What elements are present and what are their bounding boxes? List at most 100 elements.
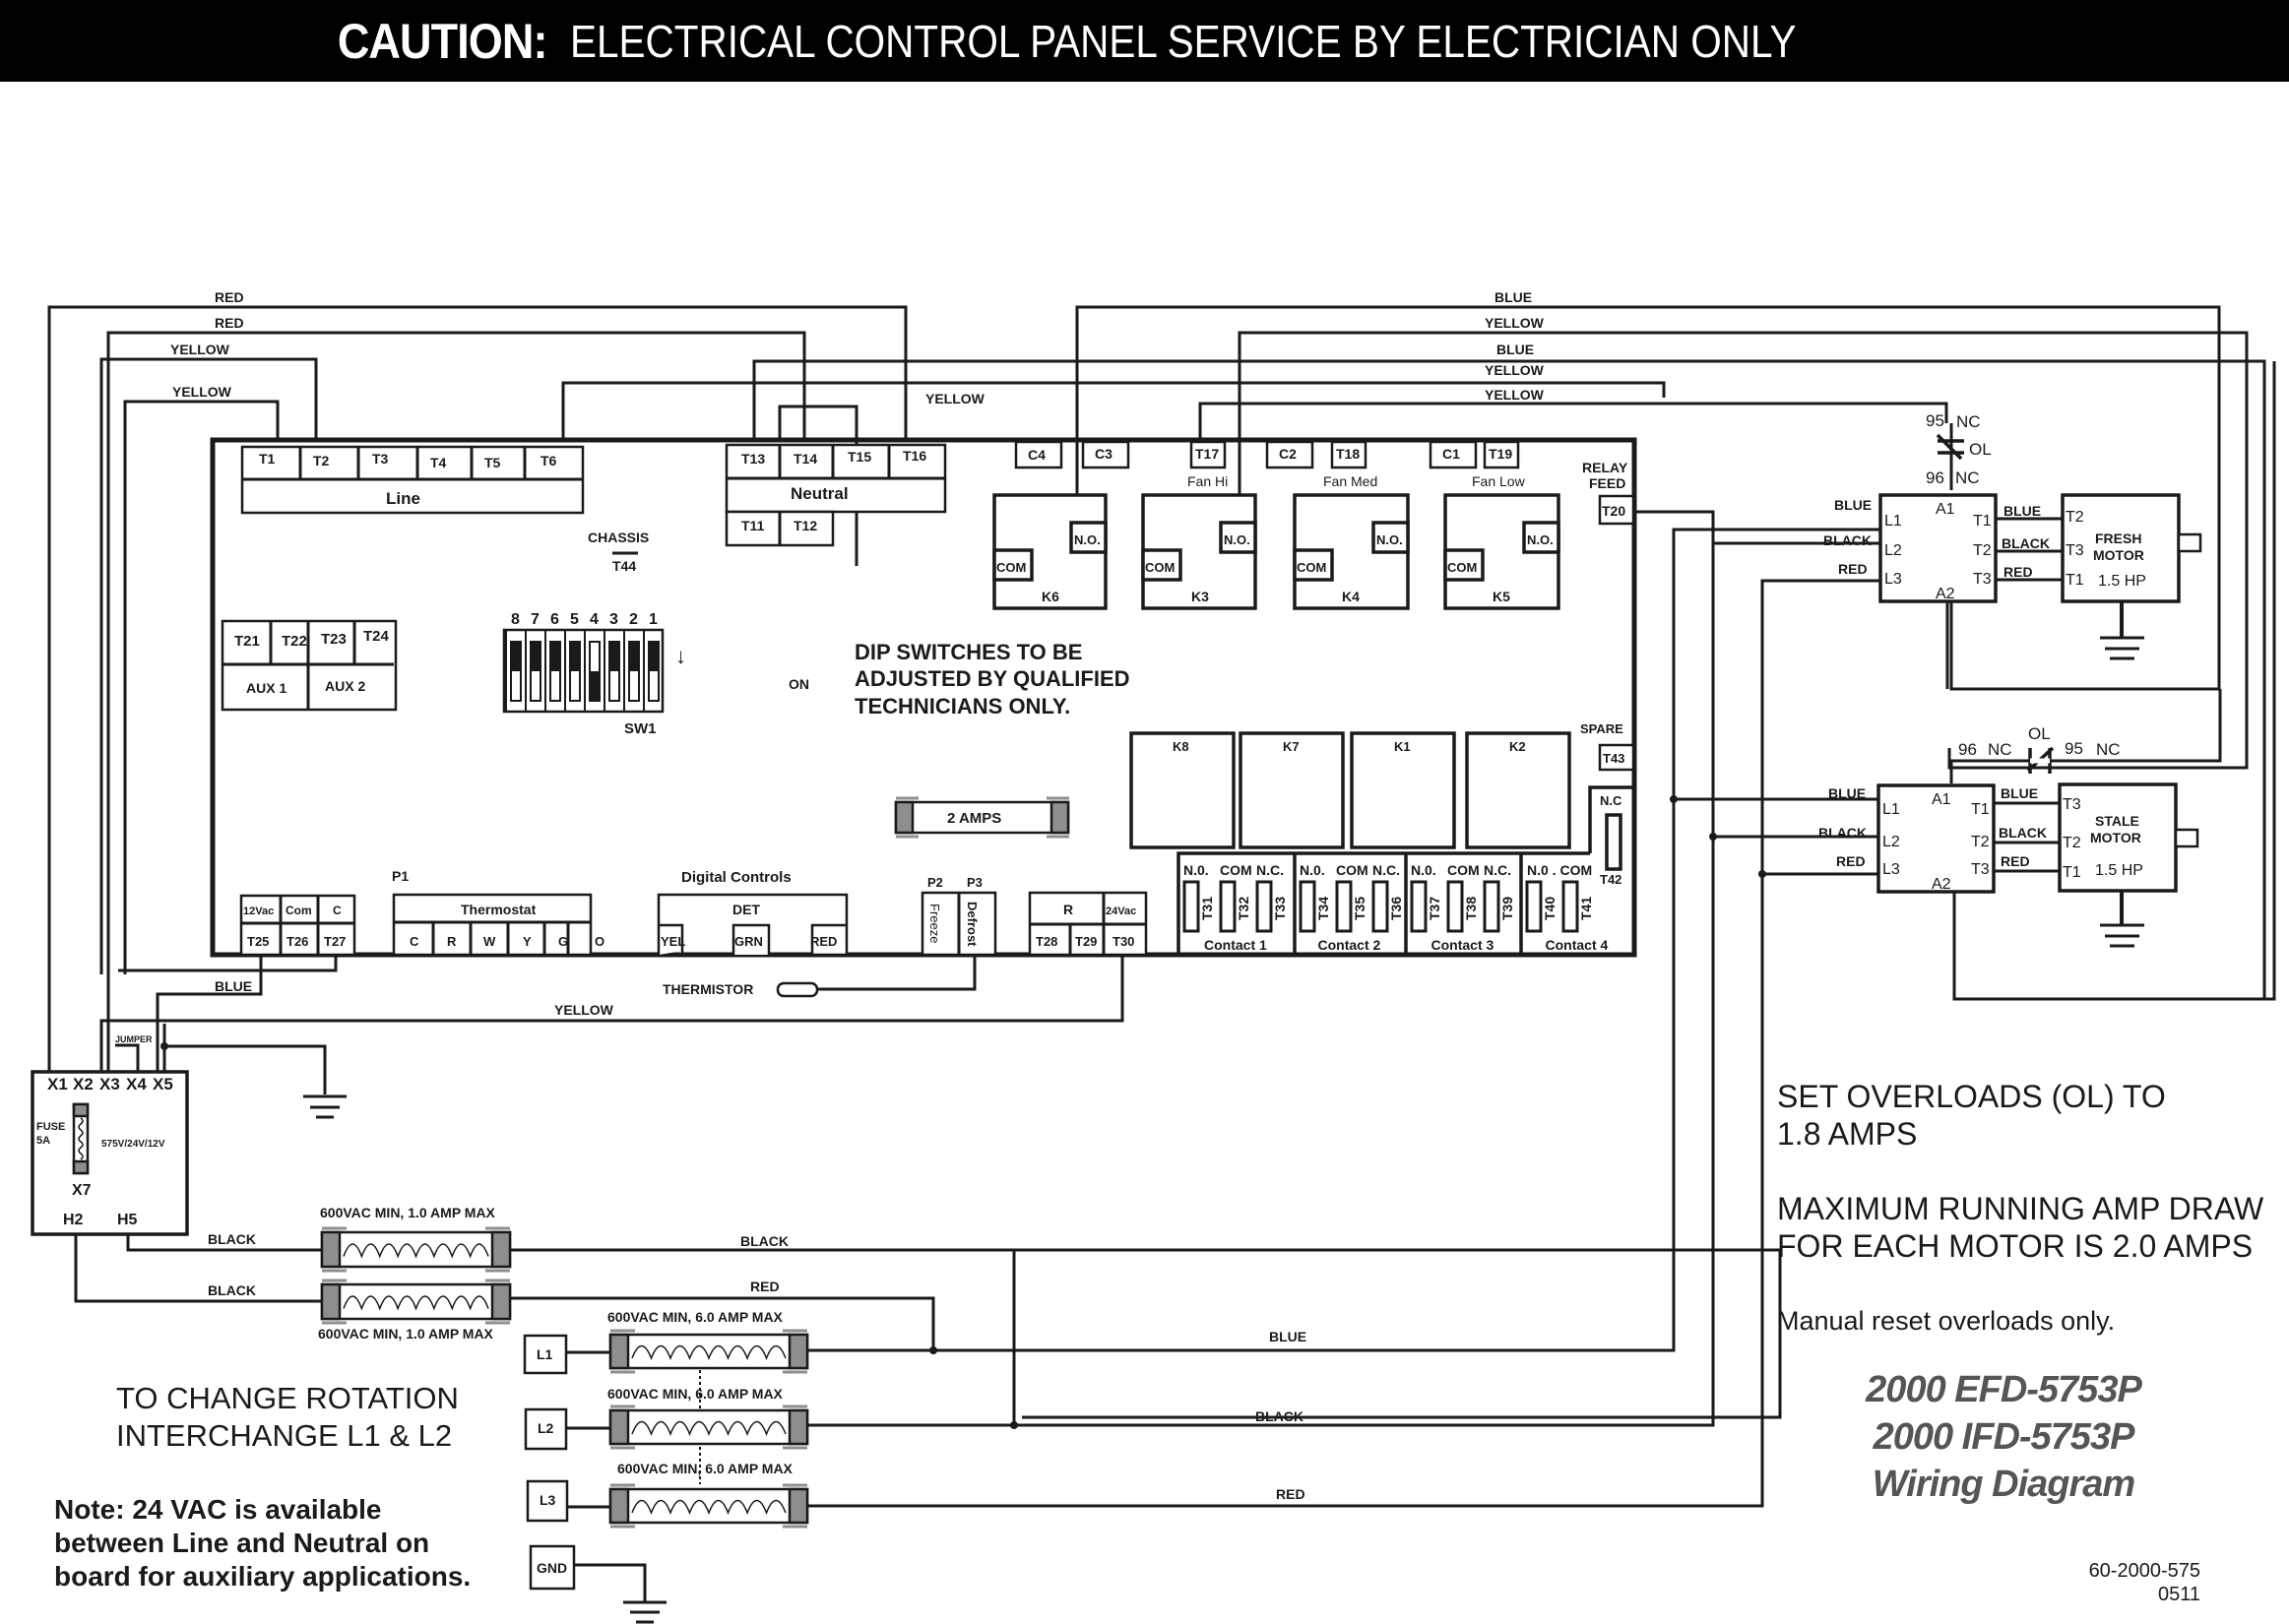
contact-slot[interactable] [1483, 880, 1500, 933]
dip-switch-2[interactable]: 2 [623, 611, 640, 712]
contact-slot[interactable] [1446, 880, 1464, 933]
det-red: RED [810, 934, 837, 949]
wire-label-red-2: RED [215, 315, 244, 331]
fresh-motor-circuit: 95 NC OL 96 NC A1 A2 L1 L2 L3 T1 T2 T3 B… [1823, 411, 2202, 689]
junction-dot [929, 1346, 937, 1354]
input-terminal-l1 [523, 1334, 568, 1375]
stale-out-red: RED [2001, 853, 2030, 869]
document-number: 60-2000-575 0511 [2028, 1559, 2200, 1606]
fresh-out-red: RED [2003, 564, 2033, 580]
contact-label: Contact 3 [1431, 937, 1494, 953]
contact-head: N.0. [1183, 862, 1209, 878]
terminal-t20: T20 [1602, 503, 1625, 519]
dip-switch-8[interactable]: 8 [505, 611, 522, 712]
contact-slot[interactable] [1219, 880, 1237, 933]
contact-slot[interactable] [1371, 880, 1389, 933]
input-label: L2 [538, 1420, 554, 1436]
vac24-note-2: between Line and Neutral on [54, 1528, 430, 1558]
dip-number: 7 [531, 611, 540, 628]
contact-slot[interactable] [1299, 880, 1316, 933]
primary-fuse-2 [320, 1279, 512, 1325]
dip-switch-6[interactable]: 6 [544, 611, 561, 712]
dip-knob [590, 671, 600, 701]
terminal-t25: T25 [247, 934, 269, 949]
terminal-c1: C1 [1442, 446, 1460, 462]
stale-t3: T3 [1971, 861, 1990, 878]
line-fuse-body [608, 1405, 809, 1450]
tap-x2: X2 [73, 1075, 94, 1093]
fresh-a2: A2 [1936, 586, 1955, 602]
stale-ol-96: 96 [1958, 740, 1977, 759]
transformer-fuse-label: FUSE [36, 1121, 65, 1133]
ground-icon [623, 1600, 667, 1624]
fresh-ol-nc-bottom: NC [1955, 468, 1980, 487]
fresh-contactor [1878, 493, 1998, 603]
relay-terminal-row: C4 C3 T17 C2 T18 C1 T19 Fan Hi Fan Med F… [1014, 440, 1526, 489]
tap-x7: X7 [72, 1182, 92, 1199]
terminal-t3: T3 [372, 451, 389, 467]
terminal-c3: C3 [1095, 446, 1113, 462]
dip-switch-7[interactable]: 7 [525, 611, 541, 712]
junction-dot [1010, 1421, 1018, 1429]
fresh-motor-t2: T2 [2066, 509, 2084, 526]
stale-l1: L1 [1882, 801, 1900, 818]
contact-label: Contact 4 [1546, 937, 1609, 953]
wire-fuse1-black [510, 1248, 1782, 1419]
thermostat-r: R [447, 934, 457, 949]
contact-head: N.0. [1411, 862, 1436, 878]
contact-terminal: T33 [1272, 897, 1288, 920]
fresh-in-red: RED [1838, 561, 1868, 577]
stale-motor-name-2: MOTOR [2090, 830, 2141, 845]
aux1-label: AUX 1 [246, 680, 286, 696]
k5-label: K5 [1493, 589, 1510, 604]
stale-out-blue: BLUE [2001, 785, 2038, 801]
det-label: DET [732, 902, 760, 917]
caution-message: ELECTRICAL CONTROL PANEL SERVICE BY ELEC… [570, 15, 1797, 67]
relay-feed-label-2: FEED [1589, 475, 1625, 491]
dip-switch-4[interactable]: 4 [584, 611, 601, 712]
dip-switch-1[interactable]: 1 [643, 611, 660, 712]
dip-number: 4 [590, 611, 599, 628]
terminal-t42: T42 [1600, 872, 1621, 887]
wire-label-black-out: BLACK [740, 1233, 789, 1249]
fresh-out-blue: BLUE [2003, 503, 2041, 519]
primary-h2: H2 [63, 1212, 84, 1228]
dip-switch-3[interactable]: 3 [604, 611, 620, 712]
terminal-c2: C2 [1279, 446, 1297, 462]
contact-head: COM [1220, 862, 1252, 878]
contact-slot[interactable] [1182, 880, 1200, 933]
dip-number: 1 [649, 611, 658, 628]
vac24-label: 24Vac [1106, 906, 1136, 917]
terminal-t27: T27 [324, 934, 346, 949]
wire-label-blue-top: BLUE [1494, 289, 1532, 305]
fresh-ol-label: OL [1969, 440, 1992, 459]
wire-black-branch [1711, 541, 1880, 837]
input-label: L3 [540, 1492, 556, 1508]
fuse-element-icon [78, 1117, 84, 1160]
wire-fuse2-red [510, 1296, 935, 1350]
contact-slot[interactable] [1561, 880, 1579, 933]
contact-slot[interactable] [1525, 880, 1543, 933]
line-fuse-body [608, 1329, 809, 1374]
dip-knob [511, 642, 521, 671]
contact-slot[interactable] [1255, 880, 1273, 933]
terminal-t17: T17 [1195, 446, 1219, 462]
fresh-l2: L2 [1884, 542, 1902, 559]
stale-contactor [1876, 783, 1996, 894]
dip-switch-5[interactable]: 5 [564, 611, 581, 712]
contact-terminal: T36 [1388, 897, 1404, 920]
contact-slot[interactable] [1335, 880, 1353, 933]
stale-t1: T1 [1971, 801, 1990, 818]
r-label: R [1063, 902, 1073, 917]
vac24-note-1: Note: 24 VAC is available [54, 1494, 382, 1525]
primary-fuse-1 [320, 1226, 512, 1273]
wire-label-black-h2: BLACK [208, 1282, 256, 1298]
max-draw-note-1: MAXIMUM RUNNING AMP DRAW [1777, 1191, 2264, 1226]
aux-terminal-block: T21 T22 T23 T24 AUX 1 AUX 2 [221, 619, 398, 712]
doc-number: 60-2000-575 [2088, 1560, 2200, 1582]
contact-head: N.C. [1372, 862, 1400, 878]
wire-label-yellow-t17: YELLOW [1485, 387, 1545, 403]
contact-slot[interactable] [1410, 880, 1428, 933]
terminal-t42-slot [1605, 813, 1622, 871]
thermostat-label: Thermostat [461, 902, 537, 917]
